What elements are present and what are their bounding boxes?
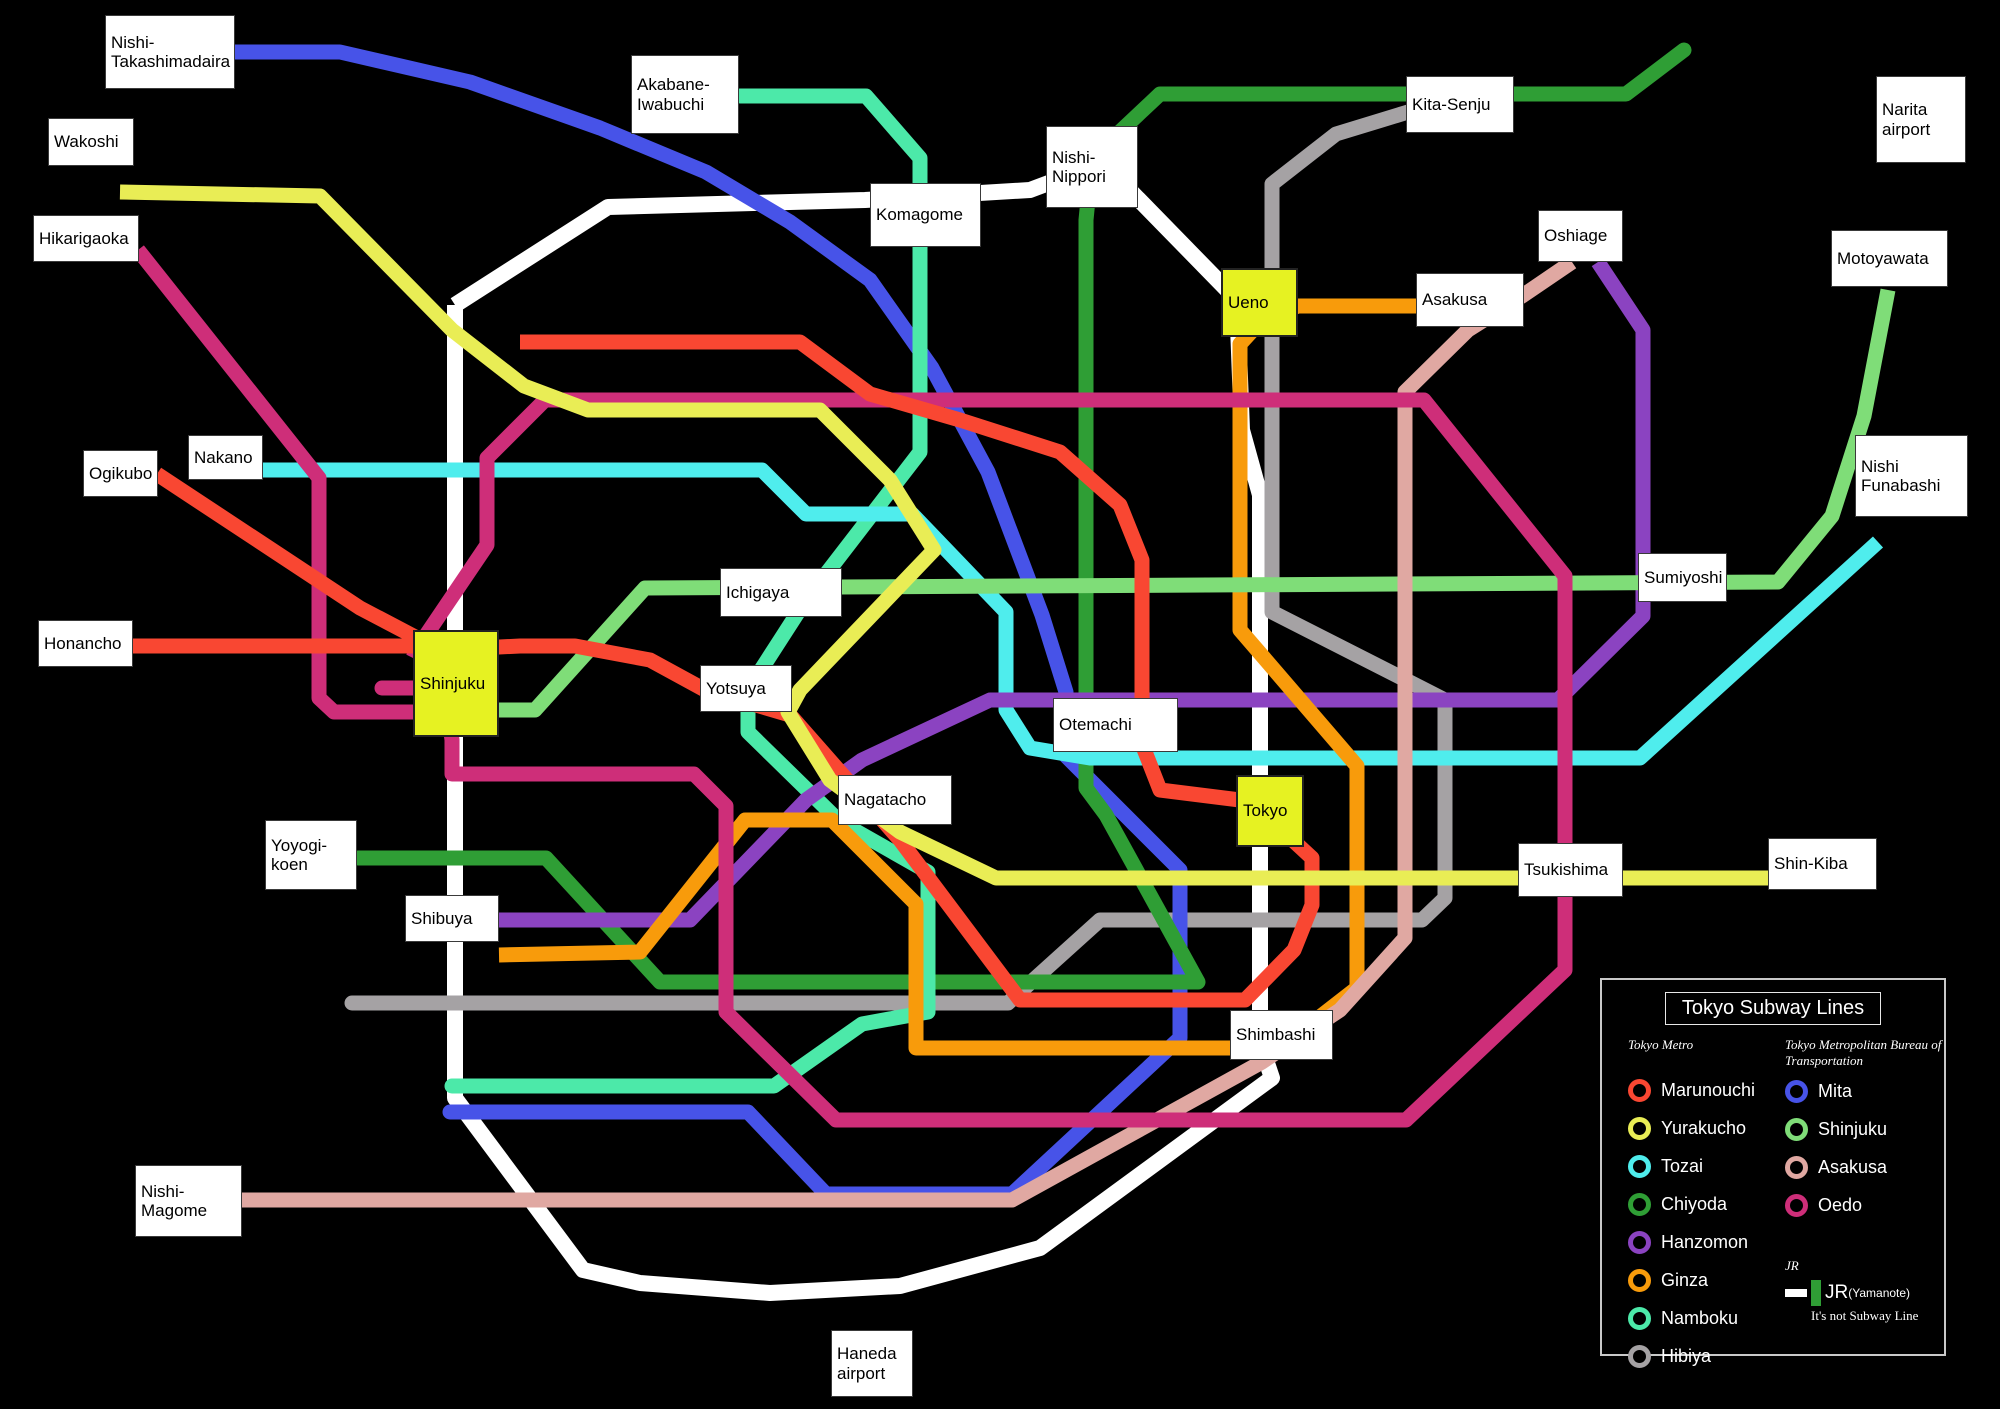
legend-item-label-hibiya: Hibiya: [1661, 1346, 1712, 1366]
station-label-nagatacho: Nagatacho: [838, 775, 952, 825]
legend-item-label-oedo: Oedo: [1818, 1194, 1863, 1215]
station-label-motoyawata: Motoyawata: [1831, 230, 1948, 287]
legend-item-tozai: Tozai: [1628, 1155, 1785, 1178]
legend-panel: Tokyo Subway Lines Tokyo Metro Marunouch…: [1600, 978, 1946, 1368]
namboku-line-ring-icon: [1628, 1307, 1651, 1330]
station-label-hikarigaoka: Hikarigaoka: [33, 215, 139, 262]
line-jr-yamanote: [447, 164, 1280, 1301]
legend-item-shinjuku-line: Shinjuku: [1785, 1117, 1944, 1141]
legend-item-hibiya: Hibiya: [1628, 1345, 1785, 1368]
line-namboku: [444, 88, 936, 1094]
legend-item-asakusa-line: Asakusa: [1785, 1155, 1944, 1179]
legend-title: Tokyo Subway Lines: [1665, 992, 1881, 1025]
station-label-yoyogi-koen: Yoyogi- koen: [265, 820, 357, 890]
legend-item-label-tozai: Tozai: [1661, 1156, 1704, 1176]
station-label-ichigaya: Ichigaya: [720, 568, 842, 617]
station-label-nakano: Nakano: [188, 435, 263, 480]
station-label-shinjuku: Shinjuku: [413, 630, 499, 737]
station-label-nishi-nippori: Nishi- Nippori: [1046, 126, 1138, 208]
legend-item-chiyoda: Chiyoda: [1628, 1193, 1785, 1216]
station-label-tsukishima: Tsukishima: [1518, 843, 1623, 897]
legend-item-label-namboku: Namboku: [1661, 1308, 1739, 1328]
station-label-nishi-takashimadaira: Nishi- Takashimadaira: [105, 15, 235, 89]
legend-header-tokyo-metro: Tokyo Metro: [1628, 1037, 1694, 1052]
legend-item-ginza: Ginza: [1628, 1269, 1785, 1292]
station-label-shin-kiba: Shin-Kiba: [1768, 838, 1877, 890]
marunouchi-line-ring-icon: [1628, 1079, 1651, 1102]
line-oedo: [132, 245, 1573, 1128]
station-label-tokyo: Tokyo: [1236, 775, 1304, 847]
line-chiyoda: [350, 42, 1692, 990]
station-label-oshiage: Oshiage: [1538, 210, 1623, 262]
hibiya-line-ring-icon: [1628, 1345, 1651, 1368]
legend-header-toei: Tokyo Metropolitan Bureau of Transportat…: [1785, 1037, 1942, 1069]
legend-jr-row: JR (Yamanote): [1785, 1279, 1944, 1306]
station-label-yotsuya: Yotsuya: [700, 665, 792, 712]
legend-column-toei: Tokyo Metropolitan Bureau of Transportat…: [1785, 1037, 1944, 1383]
station-label-nishi-funabashi: Nishi Funabashi: [1855, 435, 1968, 517]
station-label-shibuya: Shibuya: [405, 895, 499, 942]
line-yurakucho: [119, 184, 1795, 886]
station-label-asakusa: Asakusa: [1416, 273, 1524, 327]
jr-yamanote-bar-icon: [1811, 1279, 1821, 1306]
legend-item-marunouchi: Marunouchi: [1628, 1079, 1785, 1102]
asakusa-line-line-ring-icon: [1785, 1155, 1808, 1179]
legend-jr-block: JR JR (Yamanote) It's not Subway Line: [1785, 1258, 1944, 1324]
ginza-line-ring-icon: [1628, 1269, 1651, 1292]
station-label-haneda-airport: Haneda airport: [831, 1330, 913, 1397]
jr-dash-icon: [1785, 1288, 1807, 1297]
legend-item-label-asakusa-line: Asakusa: [1818, 1156, 1888, 1177]
line-shinjuku-line: [468, 288, 1896, 718]
legend-jr-sub: (Yamanote): [1848, 1285, 1911, 1300]
legend-item-yurakucho: Yurakucho: [1628, 1117, 1785, 1140]
legend-item-label-shinjuku-line: Shinjuku: [1818, 1118, 1888, 1139]
station-label-ogikubo: Ogikubo: [83, 450, 158, 497]
line-marunouchi: [152, 334, 1320, 1008]
legend-item-label-mita: Mita: [1818, 1080, 1853, 1101]
chiyoda-line-ring-icon: [1628, 1193, 1651, 1216]
legend-jr-note: It's not Subway Line: [1811, 1307, 1919, 1323]
tozai-line-ring-icon: [1628, 1155, 1651, 1178]
station-label-komagome: Komagome: [870, 183, 981, 247]
station-label-shimbashi: Shimbashi: [1230, 1010, 1333, 1060]
yurakucho-line-ring-icon: [1628, 1117, 1651, 1140]
legend-item-namboku: Namboku: [1628, 1307, 1785, 1330]
station-label-sumiyoshi: Sumiyoshi: [1638, 553, 1727, 602]
station-label-narita-airport: Narita airport: [1876, 76, 1966, 163]
legend-jr-name: JR: [1825, 1281, 1849, 1303]
legend-item-label-chiyoda: Chiyoda: [1661, 1194, 1728, 1214]
legend-item-label-ginza: Ginza: [1661, 1270, 1709, 1290]
station-label-wakoshi: Wakoshi: [48, 118, 134, 166]
station-label-ueno: Ueno: [1221, 268, 1298, 337]
hanzomon-line-ring-icon: [1628, 1231, 1651, 1254]
legend-item-label-hanzomon: Hanzomon: [1661, 1232, 1749, 1252]
legend-jr-header: JR: [1785, 1257, 1799, 1273]
legend-item-label-yurakucho: Yurakucho: [1661, 1118, 1747, 1138]
shinjuku-line-line-ring-icon: [1785, 1117, 1808, 1141]
legend-item-oedo: Oedo: [1785, 1193, 1944, 1217]
legend-item-mita: Mita: [1785, 1079, 1944, 1103]
station-label-kita-senju: Kita-Senju: [1406, 76, 1514, 133]
mita-line-ring-icon: [1785, 1079, 1808, 1103]
line-hibiya: [344, 104, 1453, 1011]
station-label-akabane-iwabuchi: Akabane- Iwabuchi: [631, 55, 739, 134]
oedo-line-ring-icon: [1785, 1193, 1808, 1217]
station-label-honancho: Honancho: [38, 620, 133, 667]
station-label-nishi-magome: Nishi- Magome: [135, 1165, 242, 1237]
line-tozai: [262, 462, 1884, 766]
legend-item-hanzomon: Hanzomon: [1628, 1231, 1785, 1254]
station-label-otemachi: Otemachi: [1053, 698, 1178, 752]
legend-item-label-marunouchi: Marunouchi: [1661, 1080, 1756, 1100]
